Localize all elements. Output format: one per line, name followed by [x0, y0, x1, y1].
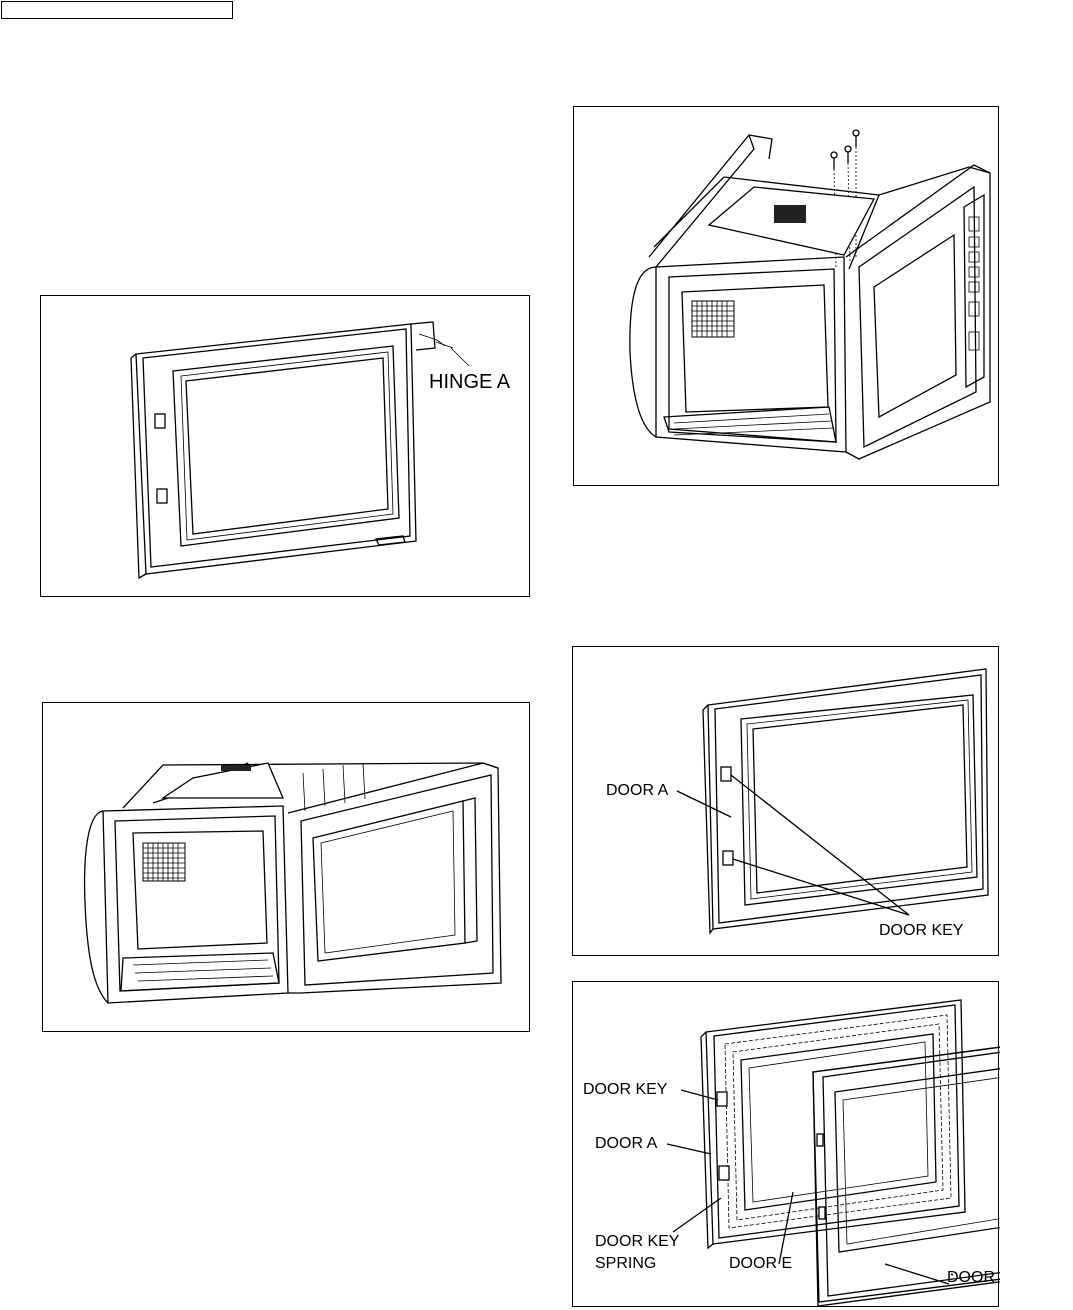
screw-icon	[830, 129, 860, 169]
figure-door-hinge-a: HINGE A	[40, 295, 530, 597]
door-key-top	[720, 766, 732, 782]
oven-door-removed-drawing	[83, 762, 502, 1004]
figure-door-a-key: DOOR A DOOR KEY	[572, 646, 999, 956]
figure-door-exploded: DOOR KEY DOOR A DOOR KEY SPRING DOOR E D…	[572, 981, 1000, 1307]
door-exploded-drawing	[666, 999, 1000, 1307]
oven-top-screws-drawing	[629, 129, 991, 460]
figure-oven-top-screws	[573, 106, 999, 486]
door-key-bottom	[722, 850, 734, 866]
header-box	[1, 1, 233, 19]
door-a-key-drawing	[676, 668, 989, 935]
figure-oven-door-removed	[42, 702, 530, 1032]
door-hinge-drawing	[130, 321, 454, 580]
